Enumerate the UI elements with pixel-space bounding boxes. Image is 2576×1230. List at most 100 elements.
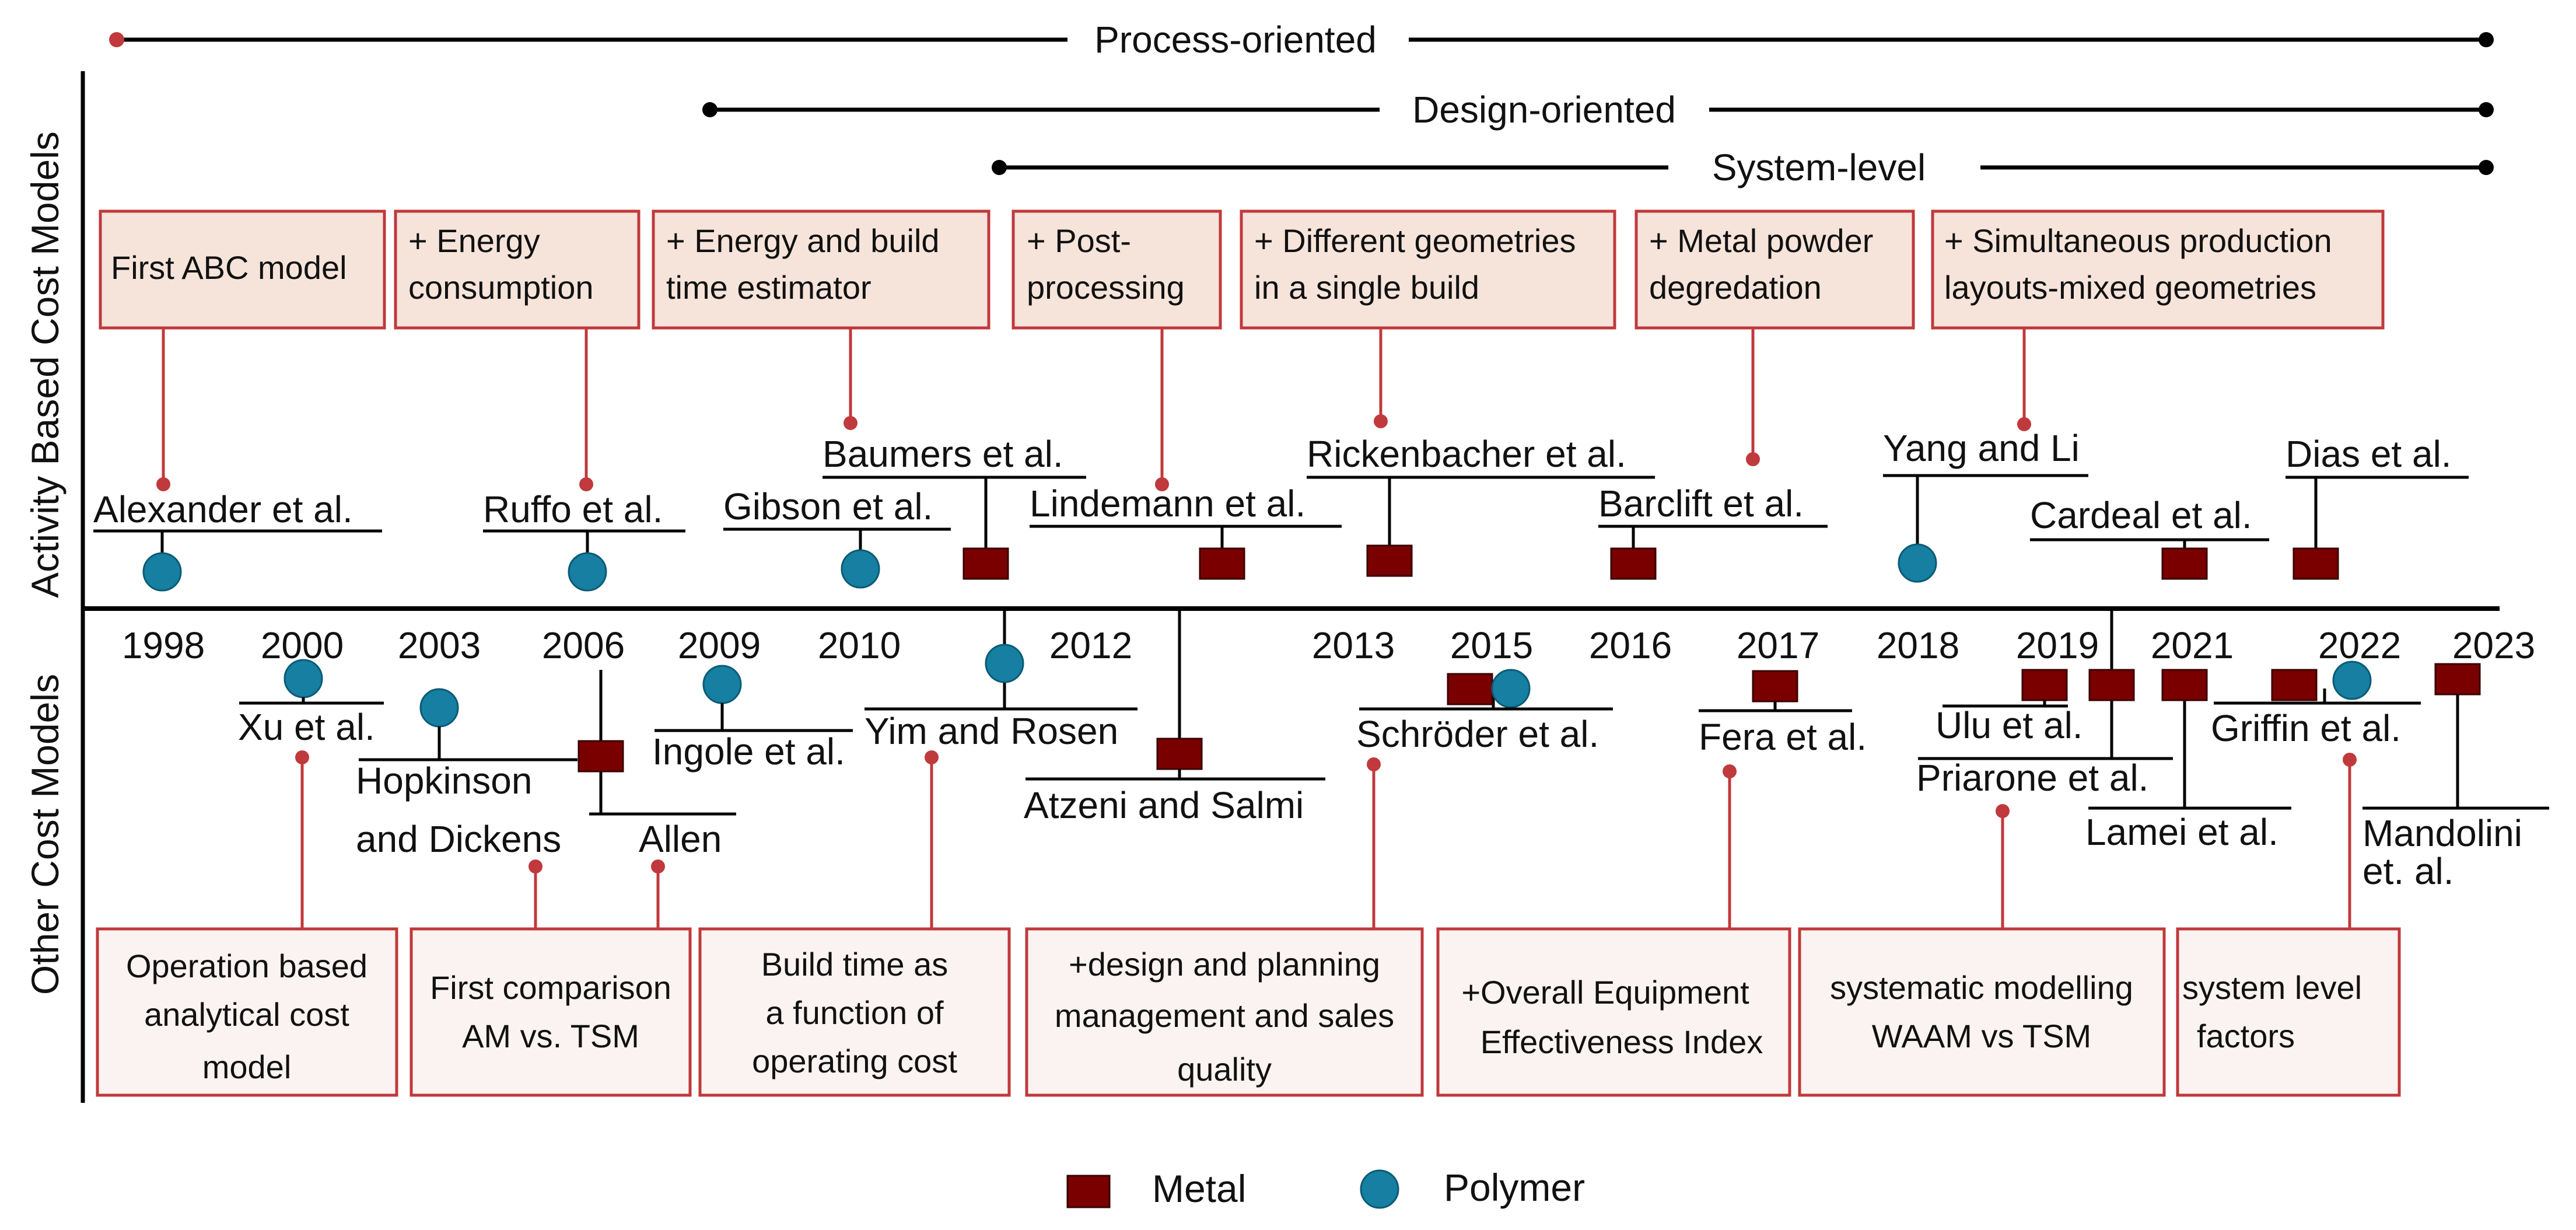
- legend: Metal Polymer: [1066, 1166, 1585, 1210]
- top-box-energy-consumption: + Energy consumption: [394, 209, 640, 330]
- author-gibson: Gibson et al.: [723, 485, 951, 589]
- author-ulu: Ulu et al.: [1936, 669, 2083, 746]
- year-label: 2010: [818, 624, 901, 666]
- year-label: 2017: [1737, 624, 1819, 666]
- year-label: 2023: [2452, 624, 2535, 666]
- range-process-oriented: Process-oriented: [109, 19, 2494, 61]
- svg-text:+ Metal powder: + Metal powder: [1649, 222, 1873, 259]
- svg-text:degredation: degredation: [1649, 269, 1822, 306]
- bottom-box-first-comparison: First comparison AM vs. TSM: [410, 927, 692, 1097]
- polymer-marker: [985, 644, 1024, 683]
- metal-marker: [1447, 673, 1493, 705]
- author-dias: Dias et al.: [2286, 433, 2469, 580]
- polymer-marker: [419, 688, 459, 728]
- metal-marker: [2161, 547, 2208, 580]
- author-schroder: Schröder et al.: [1356, 669, 1613, 755]
- metal-marker: [963, 547, 1009, 580]
- bottom-box-design-planning: +design and planning management and sale…: [1025, 927, 1424, 1097]
- year-label: 1998: [122, 624, 205, 666]
- metal-marker: [1610, 547, 1657, 580]
- svg-text:Priarone et al.: Priarone et al.: [1916, 757, 2148, 799]
- range-label: Design-oriented: [1412, 89, 1676, 131]
- range-design-oriented: Design-oriented: [702, 89, 2494, 131]
- author-ruffo: Ruffo et al.: [483, 488, 685, 592]
- polymer-marker: [568, 552, 607, 592]
- range-label: System-level: [1712, 146, 1926, 188]
- svg-text:Allen: Allen: [639, 818, 722, 860]
- year-label: 2021: [2151, 624, 2234, 666]
- svg-text:Griffin et al.: Griffin et al.: [2211, 707, 2401, 749]
- svg-text:time estimator: time estimator: [666, 269, 872, 306]
- year-label: 2006: [542, 624, 625, 666]
- svg-text:First comparison: First comparison: [430, 969, 671, 1006]
- svg-text:+ Post-: + Post-: [1027, 222, 1131, 259]
- top-box-simultaneous-production: + Simultaneous production layouts-mixed …: [1931, 209, 2385, 330]
- bottom-boxes: Operation based analytical cost model Fi…: [96, 927, 2401, 1097]
- year-label: 2016: [1589, 624, 1672, 666]
- range-start-dot: [109, 32, 124, 47]
- year-label: 2015: [1450, 624, 1533, 666]
- metal-marker: [1752, 670, 1798, 703]
- legend-polymer-swatch: [1360, 1169, 1399, 1209]
- svg-text:Dias et al.: Dias et al.: [2286, 433, 2452, 475]
- year-labels: 1998 2000 2003 2006 2009 2010 2012 2013 …: [122, 624, 2535, 666]
- top-box-energy-build-time: + Energy and build time estimator: [652, 209, 991, 330]
- svg-text:Barclift et al.: Barclift et al.: [1598, 483, 1804, 525]
- svg-text:a function of: a function of: [765, 994, 944, 1031]
- bottom-box-oee: +Overall Equipment Effectiveness Index: [1436, 927, 1791, 1097]
- bottom-box-operation-based: Operation based analytical cost model: [96, 927, 398, 1097]
- svg-text:Hopkinson: Hopkinson: [356, 760, 532, 802]
- bottom-connectors: [295, 750, 2357, 929]
- metal-marker: [2271, 669, 2318, 701]
- author-lamei: Lamei et al.: [2085, 669, 2291, 853]
- svg-text:Xu et al.: Xu et al.: [238, 706, 375, 748]
- svg-text:et. al.: et. al.: [2362, 850, 2454, 892]
- svg-text:operating cost: operating cost: [752, 1043, 957, 1079]
- metal-marker: [1366, 544, 1413, 577]
- svg-text:analytical cost: analytical cost: [144, 996, 349, 1033]
- svg-text:and Dickens: and Dickens: [356, 818, 561, 860]
- bottom-authors: Xu et al. Hopkinson and Dickens Allen In…: [238, 609, 2549, 892]
- range-start-dot: [702, 102, 718, 117]
- year-label: 2022: [2318, 624, 2401, 666]
- svg-text:Effectiveness Index: Effectiveness Index: [1480, 1023, 1763, 1060]
- svg-text:First ABC model: First ABC model: [111, 249, 347, 286]
- year-label: 2012: [1049, 624, 1132, 666]
- author-alexander: Alexander et al.: [93, 488, 382, 592]
- svg-text:Ingole et al.: Ingole et al.: [652, 731, 845, 773]
- top-box-first-abc: First ABC model: [99, 209, 386, 330]
- polymer-marker: [2332, 661, 2372, 700]
- axis-label-activity-based: Activity Based Cost Models: [23, 131, 66, 598]
- axis-label-other-models: Other Cost Models: [23, 674, 66, 995]
- metal-marker: [1156, 738, 1203, 770]
- top-box-different-geometries: + Different geometries in a single build: [1240, 209, 1616, 330]
- svg-text:+ Simultaneous production: + Simultaneous production: [1944, 222, 2332, 259]
- svg-text:Fera et al.: Fera et al.: [1699, 716, 1867, 758]
- author-atzeni-salmi: Atzeni and Salmi: [1024, 609, 1325, 826]
- year-label: 2019: [2016, 624, 2099, 666]
- svg-text:+design and planning: +design and planning: [1069, 946, 1380, 983]
- svg-text:WAAM vs TSM: WAAM vs TSM: [1872, 1018, 2091, 1054]
- svg-text:+ Energy and build: + Energy and build: [666, 222, 940, 259]
- legend-polymer-label: Polymer: [1444, 1166, 1585, 1209]
- svg-text:Gibson et al.: Gibson et al.: [723, 485, 933, 527]
- svg-text:+ Different geometries: + Different geometries: [1254, 222, 1576, 259]
- svg-text:Schröder et al.: Schröder et al.: [1356, 713, 1599, 755]
- range-start-dot: [992, 160, 1007, 175]
- author-griffin: Griffin et al.: [2211, 661, 2421, 749]
- top-box-metal-powder: + Metal powder degredation: [1634, 209, 1915, 330]
- metal-marker: [1199, 547, 1245, 580]
- top-authors: Alexander et al. Ruffo et al. Gibson et …: [93, 427, 2469, 592]
- author-baumers: Baumers et al.: [822, 433, 1086, 580]
- author-xu: Xu et al.: [238, 659, 384, 748]
- svg-text:Mandolini: Mandolini: [2362, 812, 2522, 854]
- author-mandolini: Mandolini et. al.: [2362, 663, 2549, 892]
- author-cardeal: Cardeal et al.: [2030, 494, 2269, 580]
- polymer-marker: [841, 549, 880, 589]
- author-yim-rosen: Yim and Rosen: [864, 609, 1138, 752]
- top-connectors: [156, 328, 2031, 491]
- svg-text:Lindemann et al.: Lindemann et al.: [1030, 483, 1306, 525]
- range-end-dot: [2479, 32, 2494, 47]
- svg-text:Cardeal et al.: Cardeal et al.: [2030, 494, 2252, 536]
